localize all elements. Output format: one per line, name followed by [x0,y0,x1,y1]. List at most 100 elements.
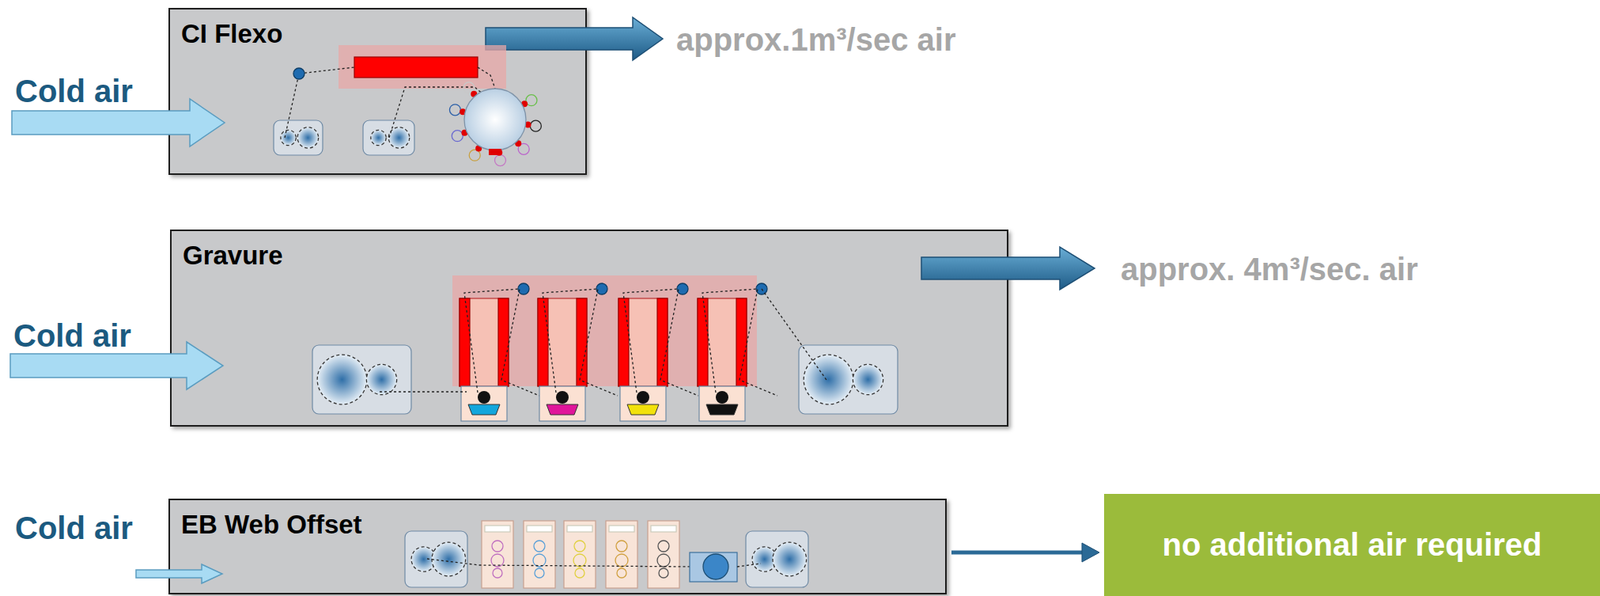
result-text: no additional air required [1161,526,1542,563]
ink-tray [468,404,500,415]
ink-station [620,385,666,421]
reel-stand [273,120,323,156]
airflow-label: approx. 4m³/sec. air [1120,251,1419,288]
ink-roller [615,553,628,567]
dryer-zone [338,45,507,89]
reel-stand [404,530,468,587]
ink-roller [657,553,670,567]
eb-emitter [703,553,729,579]
reel [297,127,318,148]
dryer-bar [736,298,747,386]
ink-unit [451,130,463,142]
offset-unit-top [484,525,511,532]
ink-tray [627,404,659,415]
offset-unit [563,520,596,588]
dryer-bar [537,298,549,386]
guide-roller [596,283,608,295]
ink-unit [449,104,461,116]
ink-roller [616,540,628,552]
impression-roller [556,390,569,404]
ink-roller [574,540,586,552]
ink-station [461,385,507,421]
exhaust-arrow [921,246,1095,290]
guide-roller [518,283,530,295]
reel [852,363,883,394]
ink-station [539,385,586,421]
reel [317,354,367,405]
ink-unit [495,155,507,167]
reel-stand [363,120,415,156]
offset-unit-top [608,525,635,532]
reel [388,127,409,148]
ink-tray [546,404,579,415]
reel [803,354,854,405]
ink-tray [706,404,738,415]
offset-unit-top [650,525,677,532]
panel-title: Gravure [171,230,284,271]
panel-title: CI Flexo [170,9,283,50]
reel [280,129,296,145]
ink-unit [529,120,541,132]
dryer-bar [498,298,509,386]
dryer-bar [618,298,629,386]
guide-roller [293,68,305,80]
web-path [623,288,699,396]
cold-air-label: Cold air [15,73,133,110]
ink-roller [573,553,587,567]
arrowhead [1081,542,1100,562]
web-path [737,563,761,567]
offset-unit [647,520,680,588]
ink-roller [492,567,503,578]
guide-roller [677,283,689,295]
dryer-bar [576,298,587,386]
reel [366,363,397,394]
flow-arrow [951,542,1100,562]
cold-air-arrow [11,98,225,147]
impression-roller [715,390,729,404]
web-path [284,67,355,138]
impression-roller [477,390,491,404]
offset-unit [481,520,514,588]
web-path [379,390,467,392]
ink-roller [491,540,504,552]
web-path [464,288,540,396]
web-path [542,288,618,396]
reel [431,541,466,576]
dryer-bar [459,298,470,386]
exhaust-arrow [485,17,663,61]
web-path [761,288,827,380]
result-box: no additional air required [1104,493,1600,596]
reel-stand [312,344,412,414]
ink-roller [533,553,546,567]
cold-air-arrow [136,563,223,583]
reel [370,129,386,145]
ink-station [699,385,746,421]
ink-roller [533,540,545,552]
offset-unit-top [526,525,553,532]
central-drum [464,88,526,151]
reel-stand [745,530,809,587]
reel [772,541,807,576]
dryer-bar [697,298,708,386]
impression-roller [636,390,650,404]
offset-unit [523,520,556,588]
ink-roller [534,567,545,578]
ink-roller [574,567,585,578]
cold-air-label: Cold air [15,510,133,546]
airflow-label: approx.1m³/sec air [676,22,957,58]
eb-unit [689,552,738,582]
dryer-bar [657,298,668,386]
press-panel: EB Web Offset [168,498,947,594]
cold-air-arrow [10,341,224,390]
offset-unit-top [567,525,593,532]
web-path [702,288,778,396]
web-path [477,67,496,89]
ink-roller [616,567,627,578]
ink-roller [658,540,670,552]
flow-line [951,550,1084,555]
cold-air-label: Cold air [13,317,132,354]
reel-stand [798,344,898,414]
web-path [427,558,696,567]
